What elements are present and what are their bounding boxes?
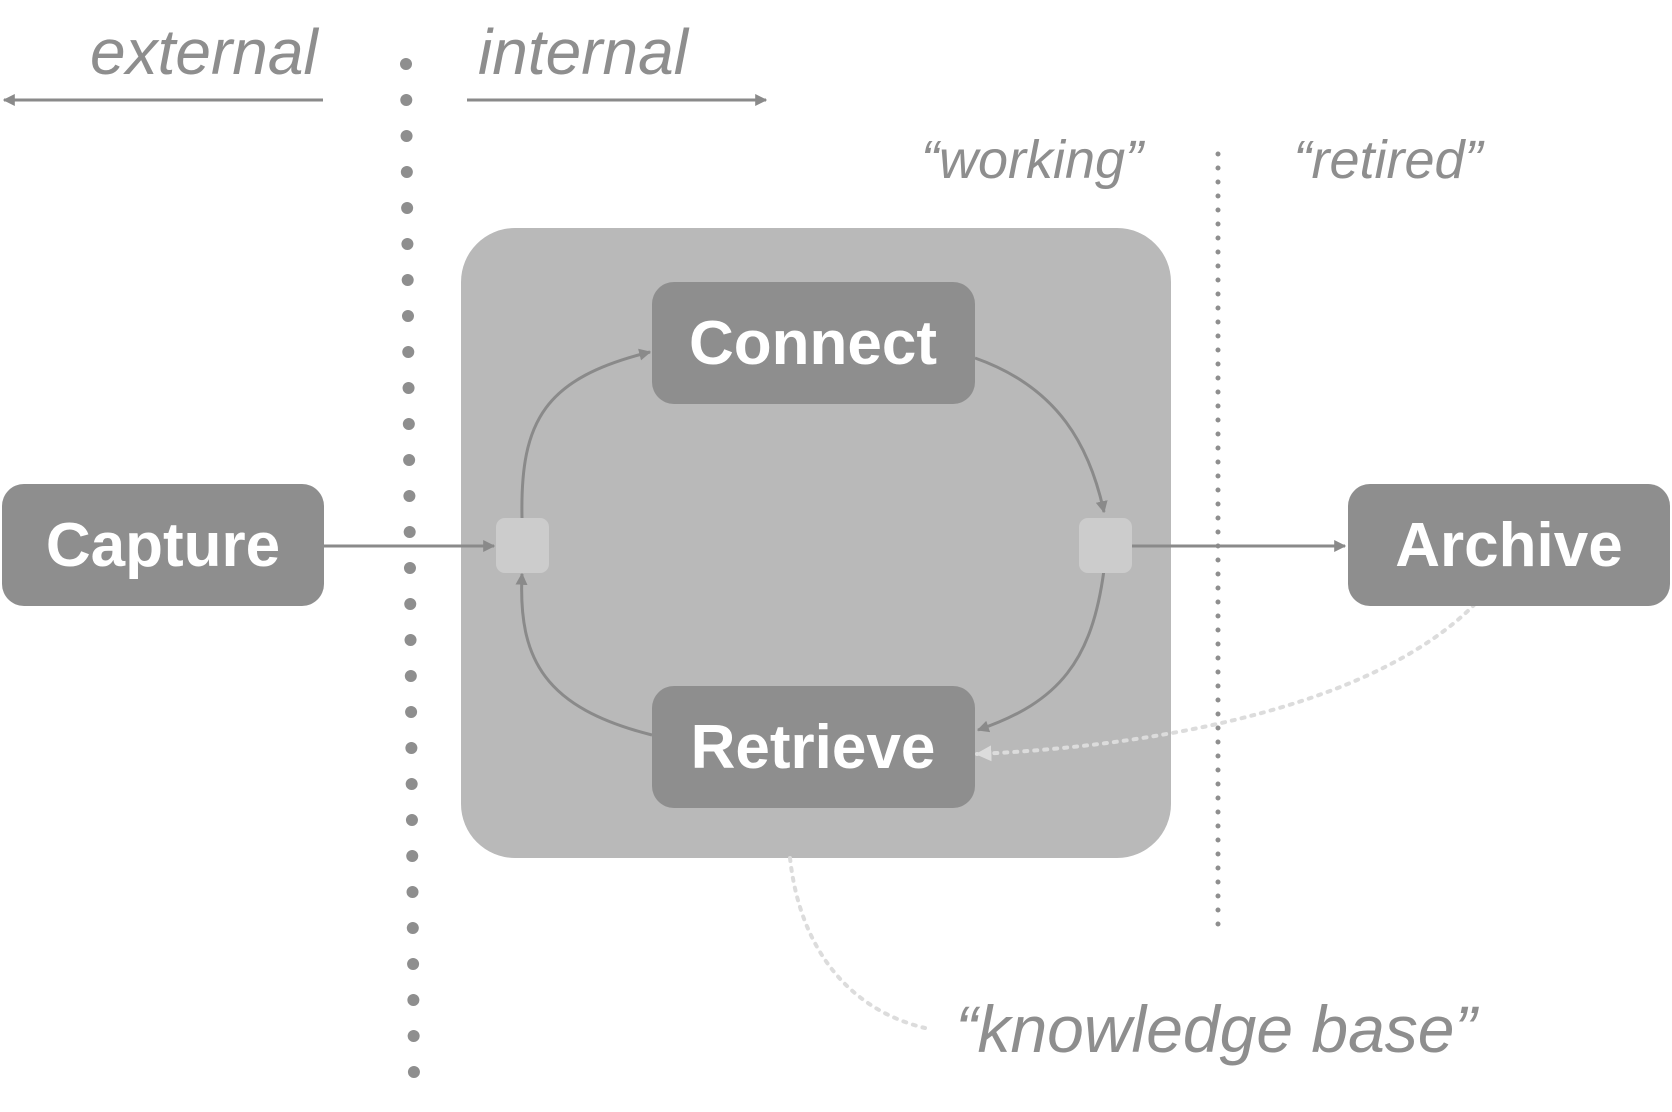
right-junction [1079,518,1132,573]
left-junction [496,518,549,573]
knowledge-base-connector [788,856,927,1030]
working-zone [461,228,1171,858]
capture-node-label: Capture [46,511,280,580]
connect-node-label: Connect [689,309,937,378]
knowledge-base-label: “knowledge base” [956,992,1480,1066]
junction-to-connect-arrow [520,348,652,519]
external-internal-divider [400,58,420,1086]
connect-node: Connect [652,282,975,404]
retrieve-node: Retrieve [652,686,975,808]
capture-node: Capture [2,484,324,606]
working-label: “working” [921,130,1145,190]
retired-label: “retired” [1293,130,1484,190]
internal-label: internal [478,16,690,88]
junction-to-retrieve-arrow [976,569,1106,733]
connect-to-junction-arrow [974,356,1108,514]
retrieve-node-label: Retrieve [691,713,936,782]
archive-to-retrieve-connector [975,602,1477,762]
external-label: external [90,16,319,88]
retrieve-to-junction-arrow [515,572,653,737]
archive-node-label: Archive [1395,511,1622,580]
archive-node: Archive [1348,484,1670,606]
